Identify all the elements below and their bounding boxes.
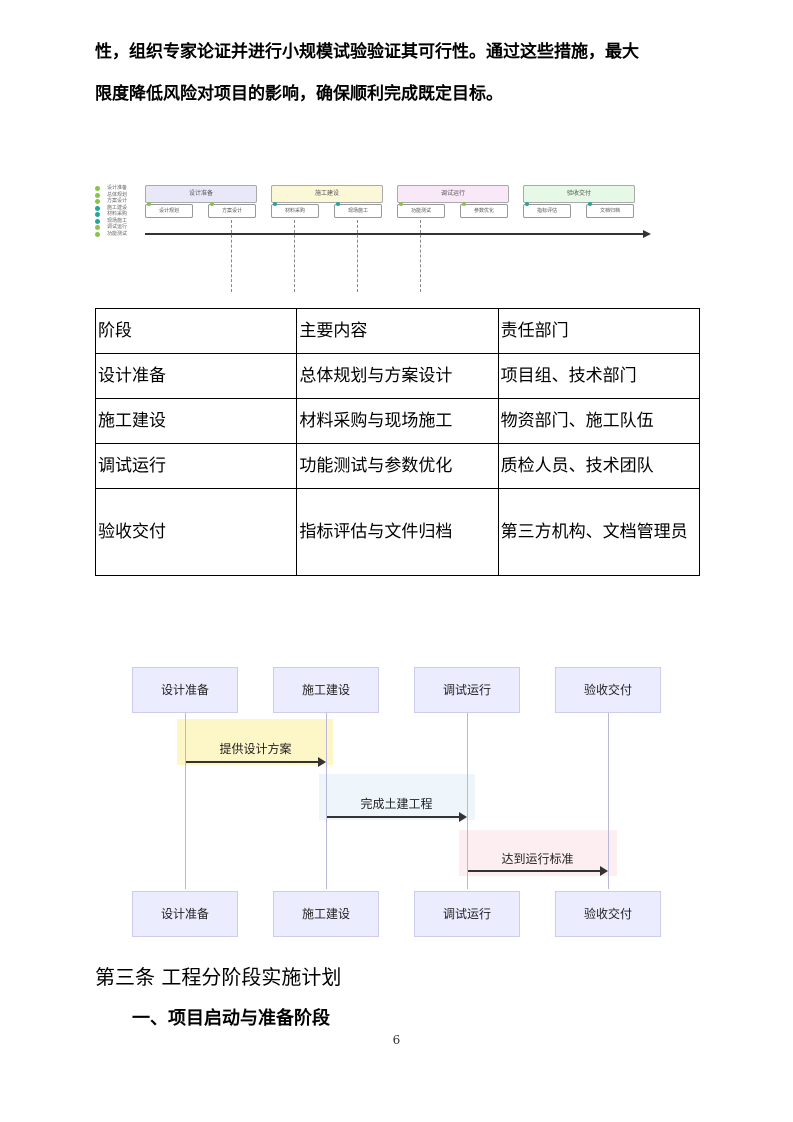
legend-label: 现场施工 (107, 217, 128, 224)
table-row: 调试运行 功能测试与参数优化 质检人员、技术团队 (94, 443, 701, 489)
gantt-subtask-box: 方案设计 (208, 204, 256, 218)
actor-top: 设计准备 (132, 667, 238, 713)
section-heading: 第三条 工程分阶段实施计划 (95, 965, 342, 989)
lifeline (185, 711, 186, 889)
message-arrow (186, 757, 326, 767)
message-label: 提供设计方案 (219, 742, 292, 756)
table-cell: 质检人员、技术团队 (497, 443, 701, 489)
lifeline (608, 711, 609, 889)
legend-dot-icon (95, 192, 100, 198)
milestone-dot-icon (147, 202, 151, 206)
legend-dot-icon (95, 205, 100, 211)
gantt-phase-box: 调试运行 (397, 185, 509, 203)
table-row: 施工建设 材料采购与现场施工 物资部门、施工队伍 (94, 398, 701, 444)
sequence-diagram: 设计准备 施工建设 调试运行 验收交付 提供设计方案 完成土建工程 达到运行标准… (130, 665, 670, 945)
timeline-axis (145, 233, 645, 235)
actor-bottom: 调试运行 (414, 891, 520, 937)
actor-bottom: 验收交付 (555, 891, 661, 937)
legend-dot-icon (95, 231, 100, 237)
gantt-subtask-box: 文档归档 (586, 204, 634, 218)
message-highlight (319, 774, 475, 820)
gantt-dashed-line (357, 220, 358, 292)
milestone-dot-icon (399, 202, 403, 206)
table-cell: 第三方机构、文档管理员 (497, 488, 701, 576)
table-header-cell: 责任部门 (497, 308, 701, 354)
milestone-dot-icon (336, 202, 340, 206)
table-cell: 总体规划与方案设计 (296, 353, 499, 399)
gantt-phase-box: 设计准备 (145, 185, 257, 203)
actor-top: 验收交付 (555, 667, 661, 713)
milestone-dot-icon (525, 202, 529, 206)
gantt-dashed-line (420, 220, 421, 292)
legend-dot-icon (95, 225, 100, 230)
legend-label: 材料采购 (107, 211, 128, 217)
table-cell: 物资部门、施工队伍 (497, 398, 701, 444)
actor-top: 调试运行 (414, 667, 520, 713)
actor-top: 施工建设 (273, 667, 379, 713)
legend-label: 设计准备 (107, 185, 128, 191)
phase-table: 阶段 主要内容 责任部门 设计准备 总体规划与方案设计 项目组、技术部门 施工建… (94, 308, 701, 576)
milestone-dot-icon (588, 202, 592, 206)
legend-dot-icon (95, 212, 100, 217)
gantt-subtask-box: 设计规划 (145, 204, 193, 218)
paragraph-line-2: 限度降低风险对项目的影响，确保顺利完成既定目标。 (95, 84, 503, 104)
table-cell: 调试运行 (94, 443, 298, 489)
milestone-dot-icon (273, 202, 277, 206)
gantt-dashed-line (231, 220, 232, 292)
table-header-cell: 主要内容 (296, 308, 499, 354)
actor-bottom: 设计准备 (132, 891, 238, 937)
message-label: 达到运行标准 (501, 852, 574, 866)
table-cell: 验收交付 (94, 488, 298, 576)
message-arrow (468, 866, 608, 876)
gantt-phase-box: 验收交付 (523, 185, 635, 203)
timeline-arrowhead (643, 230, 651, 238)
table-cell: 项目组、技术部门 (497, 353, 701, 399)
gantt-subtask-box: 现场施工 (334, 204, 382, 218)
gantt-subtask-box: 材料采购 (271, 204, 319, 218)
message-label: 完成土建工程 (360, 797, 433, 811)
lifeline (326, 711, 327, 889)
page-number: 6 (392, 1033, 401, 1047)
arrowhead (459, 812, 467, 822)
legend-dot-icon (95, 186, 100, 191)
table-cell: 材料采购与现场施工 (296, 398, 499, 444)
legend-label: 方案设计 (107, 198, 128, 204)
gantt-phase-box: 施工建设 (271, 185, 383, 203)
milestone-dot-icon (210, 202, 214, 206)
table-cell: 施工建设 (94, 398, 298, 444)
gantt-subtask-box: 指标评估 (523, 204, 571, 218)
legend-label: 总体规划 (107, 191, 128, 198)
paragraph-line-1: 性，组织专家论证并进行小规模试验验证其可行性。通过这些措施，最大 (95, 42, 639, 62)
table-cell: 设计准备 (94, 353, 298, 399)
lifeline (467, 711, 468, 889)
legend-label: 功能测试 (107, 230, 128, 237)
arrowhead (318, 757, 326, 767)
table-cell: 指标评估与文件归档 (296, 488, 499, 576)
milestone-dot-icon (462, 202, 466, 206)
gantt-subtask-box: 功能测试 (397, 204, 445, 218)
subsection-heading: 一、项目启动与准备阶段 (132, 1008, 330, 1029)
table-header-cell: 阶段 (94, 308, 298, 354)
arrowhead (600, 866, 608, 876)
legend-dot-icon (95, 218, 100, 224)
legend-label: 调试运行 (107, 224, 128, 230)
table-header-row: 阶段 主要内容 责任部门 (94, 308, 701, 354)
table-row: 验收交付 指标评估与文件归档 第三方机构、文档管理员 (94, 488, 701, 576)
message-highlight (459, 830, 617, 876)
gantt-subtask-box: 参数优化 (460, 204, 508, 218)
message-arrow (327, 812, 467, 822)
legend-dot-icon (95, 199, 100, 204)
message-highlight (177, 719, 333, 765)
table-cell: 功能测试与参数优化 (296, 443, 499, 489)
table-row: 设计准备 总体规划与方案设计 项目组、技术部门 (94, 353, 701, 399)
actor-bottom: 施工建设 (273, 891, 379, 937)
gantt-diagram: 设计准备总体规划方案设计施工建设材料采购现场施工调试运行功能测试 设计准备设计规… (95, 180, 655, 295)
gantt-dashed-line (294, 220, 295, 292)
legend-label: 施工建设 (107, 204, 128, 211)
